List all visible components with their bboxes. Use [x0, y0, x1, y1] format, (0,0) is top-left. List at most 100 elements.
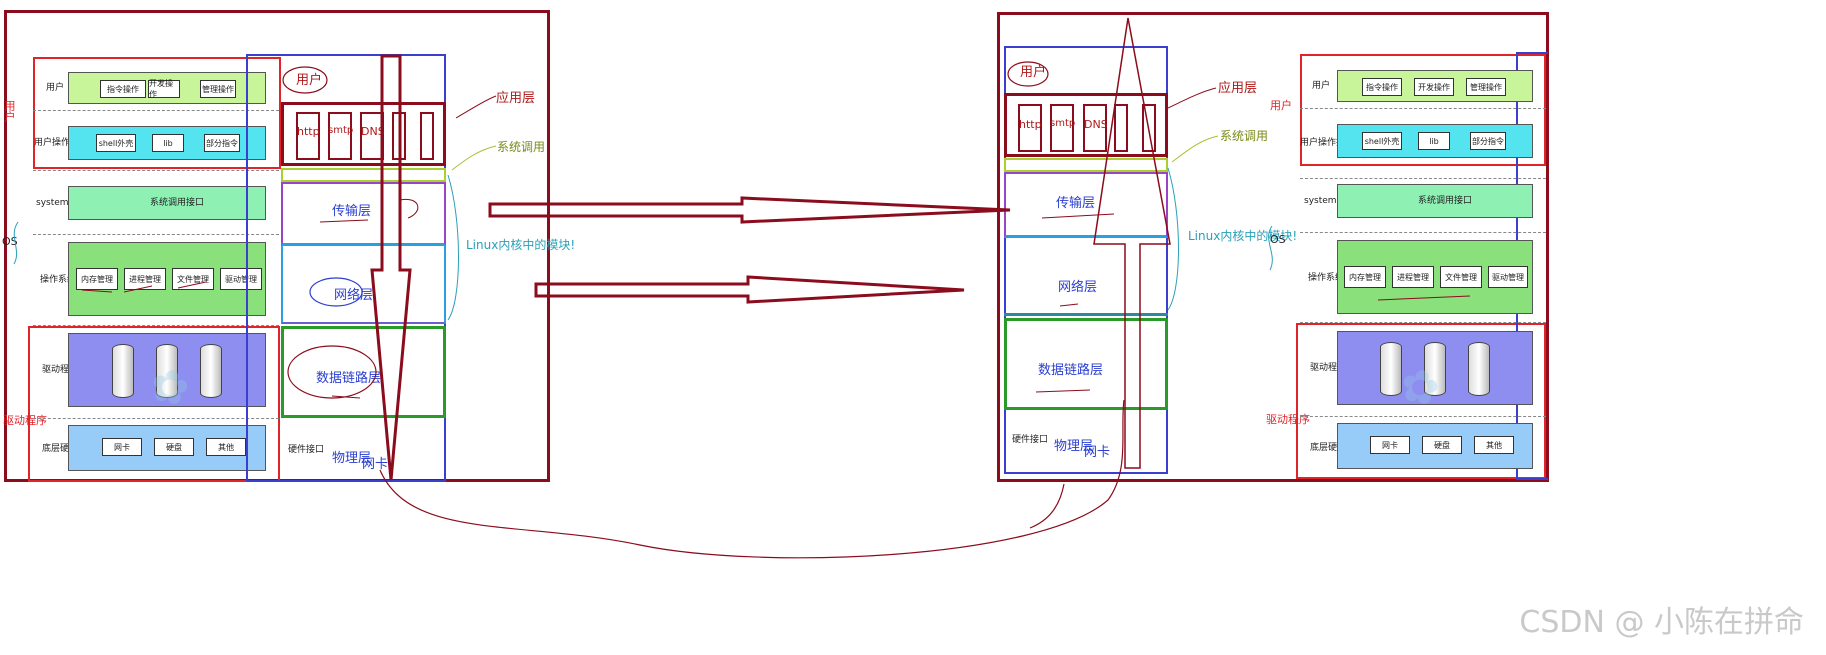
- left-hw-button-other: 其他: [206, 438, 246, 456]
- right-hw-button-disk: 硬盘: [1422, 436, 1462, 454]
- right-iface-button-lib: lib: [1418, 132, 1450, 150]
- right-annot-network: 网络层: [1058, 280, 1098, 295]
- scribble-line: [1167, 87, 1217, 109]
- scribble-line: [1035, 389, 1091, 393]
- left-tcp-line: [281, 168, 446, 182]
- left-user-button-cmd: 指令操作: [100, 80, 146, 98]
- down-arrow-left: [370, 54, 412, 481]
- right-driver-cylinder: [1380, 342, 1402, 396]
- right-annot-datalink: 数据链路层: [1038, 363, 1104, 378]
- left-proto-smtp: smtp: [328, 125, 354, 136]
- left-user-button-dev: 开发操作: [148, 79, 180, 99]
- scribble-line: [13, 221, 19, 265]
- left-annot-syscall: 系统调用: [497, 140, 546, 154]
- right-hw-button-nic: 网卡: [1370, 436, 1410, 454]
- left-annot-physical: 物理层: [332, 451, 372, 466]
- left-row-label-syscall: system call: [36, 198, 87, 208]
- right-blue-model-box: [1004, 46, 1168, 474]
- left-hw-button-disk: 硬盘: [154, 438, 194, 456]
- right-separator: [1300, 108, 1546, 109]
- scribble-network-left: [309, 277, 363, 307]
- scribble-line: [1167, 167, 1179, 311]
- left-os-button-driver: 驱动管理: [220, 268, 262, 290]
- scribble-line: [1041, 213, 1115, 219]
- left-os-button-file: 文件管理: [172, 268, 214, 290]
- left-separator: [33, 325, 279, 326]
- right-os-button-file: 文件管理: [1440, 266, 1482, 288]
- scribble-user-left: [282, 66, 328, 94]
- right-syscall-label: 系统调用接口: [1418, 196, 1473, 206]
- left-os-button-proc: 进程管理: [124, 268, 166, 290]
- right-annot-user: 用户: [1020, 65, 1047, 80]
- right-user-button-admin: 管理操作: [1466, 78, 1506, 96]
- left-row-label-driver: 驱动程序: [42, 365, 79, 375]
- right-proto-http: http: [1019, 118, 1042, 131]
- scribble-datalink-left: [287, 345, 377, 399]
- right-driver-red-box: [1296, 323, 1546, 479]
- right-annot-syscall: 系统调用: [1220, 129, 1269, 143]
- right-annot-nic: 网卡: [1084, 445, 1111, 460]
- scribble-line: [1268, 225, 1273, 271]
- right-driver-cylinder: [1424, 342, 1446, 396]
- left-user-button-admin: 管理操作: [200, 80, 236, 98]
- left-row-label-iface: 用户操作接口: [34, 138, 89, 148]
- right-hw-button-other: 其他: [1474, 436, 1514, 454]
- right-proto-box: [1050, 104, 1074, 152]
- right-os-button-mem: 内存管理: [1344, 266, 1386, 288]
- scribble-line: [451, 145, 497, 171]
- right-separator: [1300, 178, 1546, 179]
- scribble-line: [399, 198, 419, 219]
- left-syscall-label: 系统调用接口: [150, 198, 205, 208]
- scribble-line: [1171, 135, 1219, 163]
- right-row-label-hw: 底层硬件: [1310, 443, 1347, 453]
- left-row-label-user: 用户: [46, 83, 65, 93]
- right-side-label-user: 用户: [1270, 99, 1292, 112]
- left-driver-cylinder: [112, 344, 134, 398]
- left-separator: [33, 234, 279, 235]
- left-annot-linux: Linux内核中的模块!: [466, 238, 576, 252]
- right-panel-frame: [997, 12, 1549, 482]
- left-driver-cylinder: [200, 344, 222, 398]
- left-annot-transport: 传输层: [332, 204, 372, 219]
- right-driver-cylinder: [1468, 342, 1490, 396]
- scribble-line: [81, 281, 207, 293]
- right-proto-smtp: smtp: [1050, 118, 1076, 129]
- right-syscall-layer: [1337, 184, 1533, 218]
- right-side-label-os: OS: [1270, 233, 1286, 246]
- right-os-button-proc: 进程管理: [1392, 266, 1434, 288]
- left-separator: [33, 110, 279, 111]
- left-annot-datalink: 数据链路层: [316, 371, 382, 386]
- left-proto-box: [328, 112, 352, 160]
- right-transport-box: [1004, 172, 1168, 238]
- right-user-button-dev: 开发操作: [1414, 78, 1454, 96]
- right-tcp-line: [1004, 158, 1168, 172]
- up-arrow-right: [1093, 17, 1171, 469]
- right-user-red-box: [1300, 54, 1546, 166]
- left-network-box: [281, 246, 446, 324]
- scribble-line: [1377, 295, 1471, 301]
- left-transport-box: [281, 182, 446, 246]
- left-app-layer-box: [281, 102, 446, 166]
- right-proto-box: [1018, 104, 1042, 152]
- right-os-button-driver: 驱动管理: [1488, 266, 1528, 288]
- right-annot-hw-interface: 硬件接口: [1012, 435, 1049, 445]
- right-separator: [1300, 232, 1546, 233]
- right-annot-app: 应用层: [1218, 81, 1258, 96]
- csdn-watermark: CSDN @ 小陈在拼命: [1519, 605, 1804, 640]
- left-separator: [33, 170, 279, 171]
- left-driver-cylinder: [156, 344, 178, 398]
- right-row-label-syscall: system call: [1304, 196, 1355, 206]
- left-proto-box: [296, 112, 320, 160]
- left-side-label-os: OS: [2, 235, 18, 248]
- right-row-label-driver: 驱动程序: [1310, 363, 1347, 373]
- right-row-label-iface: 用户操作接口: [1300, 138, 1355, 148]
- left-datalink-box: [281, 326, 446, 418]
- arrow-network: [534, 275, 965, 304]
- left-row-label-hw: 底层硬件: [42, 444, 79, 454]
- right-row-label-os: 操作系统: [1308, 273, 1345, 283]
- right-annot-physical: 物理层: [1054, 439, 1094, 454]
- left-proto-box: [420, 112, 434, 160]
- scribble-line: [447, 174, 459, 321]
- scribble-line: [1059, 303, 1079, 307]
- right-separator: [1300, 416, 1546, 417]
